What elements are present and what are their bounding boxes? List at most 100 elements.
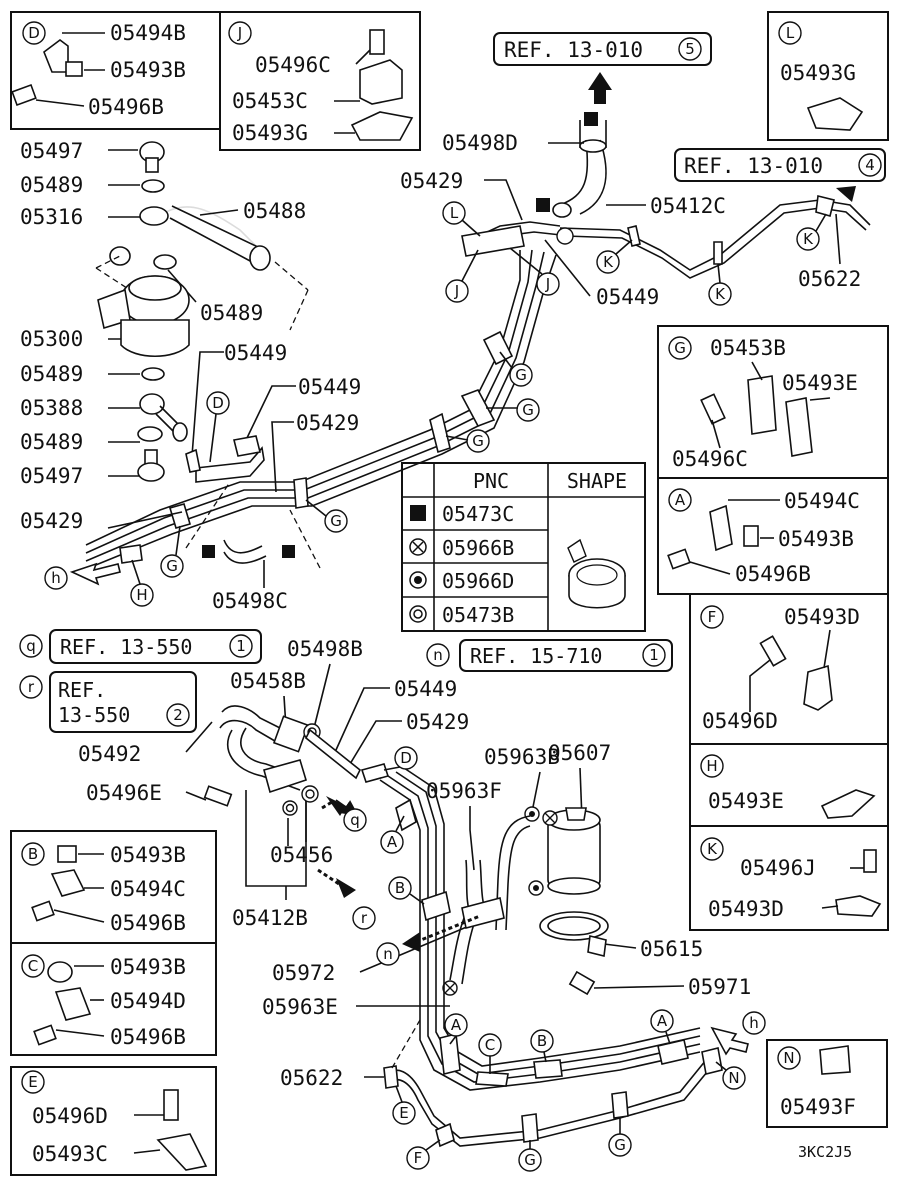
part-number-05412b: 05412B [232,906,308,930]
nut-icon [109,246,131,266]
reference-text: REF. 13-010 [684,154,823,178]
hose-05488 [169,205,261,263]
clip-icon [65,61,83,77]
callout-letter: H [706,757,717,775]
callout-letter: K [707,840,718,858]
callout-letter: G [515,366,527,384]
grommet-icon [139,393,165,415]
reference-number: 1 [649,646,659,664]
bolt-shank [144,449,158,465]
callout-letter: L [786,24,795,42]
reference-15-710-1: n REF. 15-710 1 [426,639,673,672]
part-number-05453b: 05453B [710,336,786,360]
detail-box-n: N 05493F [766,1039,888,1128]
part-number-05496c: 05496C [672,447,748,471]
clip-icon [835,895,882,917]
filled-square-marker [202,545,215,558]
canister-top [128,275,182,301]
part-number-05429: 05429 [406,710,469,734]
callout-letter: G [522,401,534,419]
clip-icon [806,97,864,131]
clip-icon [785,397,813,457]
detail-box-b: B 05493B 05494C 05496B [10,830,217,944]
part-number-05412c: 05412C [650,194,726,218]
callout-letter: J [454,282,459,300]
part-number-05494c: 05494C [110,877,186,901]
clip-f [435,1122,455,1148]
grommet-icon [139,206,169,226]
part-number-05489: 05489 [20,362,83,386]
part-number-05963f: 05963F [426,779,502,803]
clip-g [293,477,309,509]
reference-number: 2 [173,706,183,724]
callout-letter: h [51,569,61,587]
clip-icon [819,1045,851,1075]
part-number-05494c: 05494C [784,489,860,513]
part-number-05429: 05429 [20,509,83,533]
filter-inlet [565,807,587,821]
detail-box-a: A 05494C 05493B 05496B [657,477,889,595]
part-number-05493g: 05493G [780,61,856,85]
hose-end [249,245,271,271]
clip-d [360,763,390,783]
callouts-upper: 05498D 05429 05412C 05449 05622 05498C L… [44,131,861,613]
bolt-icon [700,393,726,425]
clip-g [460,389,496,427]
part-number-05494b: 05494B [110,21,186,45]
filled-square-icon [410,505,426,521]
bracket-icon [747,375,777,435]
part-number-05316: 05316 [20,205,83,229]
clip-g [482,330,514,366]
detail-box-h: H 05493E [689,743,889,827]
part-number-05489: 05489 [20,430,83,454]
bolt-icon [369,29,385,55]
clamp-bracket [587,935,607,957]
clip-icon [803,664,833,711]
part-number-05972: 05972 [272,961,335,985]
reference-13-550-1: q REF. 13-550 1 [19,629,262,664]
bolt-icon [33,1024,57,1046]
filled-square-marker [282,545,295,558]
part-number-05429: 05429 [400,169,463,193]
detail-box-g: G 05453B 05493E 05496C [657,325,889,479]
washer-icon [153,254,177,270]
detail-box-c: C 05493B 05494D 05496B [10,942,217,1056]
washer-icon [137,426,163,442]
clip-g [521,1113,539,1143]
part-number-05488: 05488 [243,199,306,223]
clip-n [701,1047,723,1075]
arrow-left-icon [69,562,121,586]
bolt-shank [145,157,159,173]
part-number-05449: 05449 [394,677,457,701]
detail-box-d: D 05494B 05493B 05496B [10,11,221,130]
callout-letter: F [414,1149,423,1167]
part-number-05493b: 05493B [778,527,854,551]
part-number-05300: 05300 [20,327,83,351]
part-number-05496c: 05496C [255,53,331,77]
bolt-icon [667,548,691,570]
nut-icon [137,462,165,482]
clip-a [439,1033,461,1075]
clip-g [169,503,191,529]
callout-letter: h [749,1014,759,1032]
part-number-05496d: 05496D [702,709,778,733]
part-number-05458b: 05458B [230,669,306,693]
reference-number: 4 [865,156,875,174]
clip-icon [57,845,77,863]
callout-letter: N [783,1049,794,1067]
arrow-icon [402,932,420,952]
callout-letter: C [28,957,38,975]
callout-letter: G [166,557,178,575]
connector [233,435,261,457]
clip-icon [47,961,73,983]
callout-letter: H [136,586,147,604]
callout-letter: B [537,1032,547,1050]
clip-icon [743,525,759,547]
detail-box-j: J 05496C 05453C 05493G [219,11,421,151]
callout-letter: K [715,285,726,303]
hose-end [172,422,188,442]
callout-letter: q [350,811,360,829]
canister-base [120,319,190,358]
part-number-05971: 05971 [688,975,751,999]
callout-letter: n [433,646,443,664]
